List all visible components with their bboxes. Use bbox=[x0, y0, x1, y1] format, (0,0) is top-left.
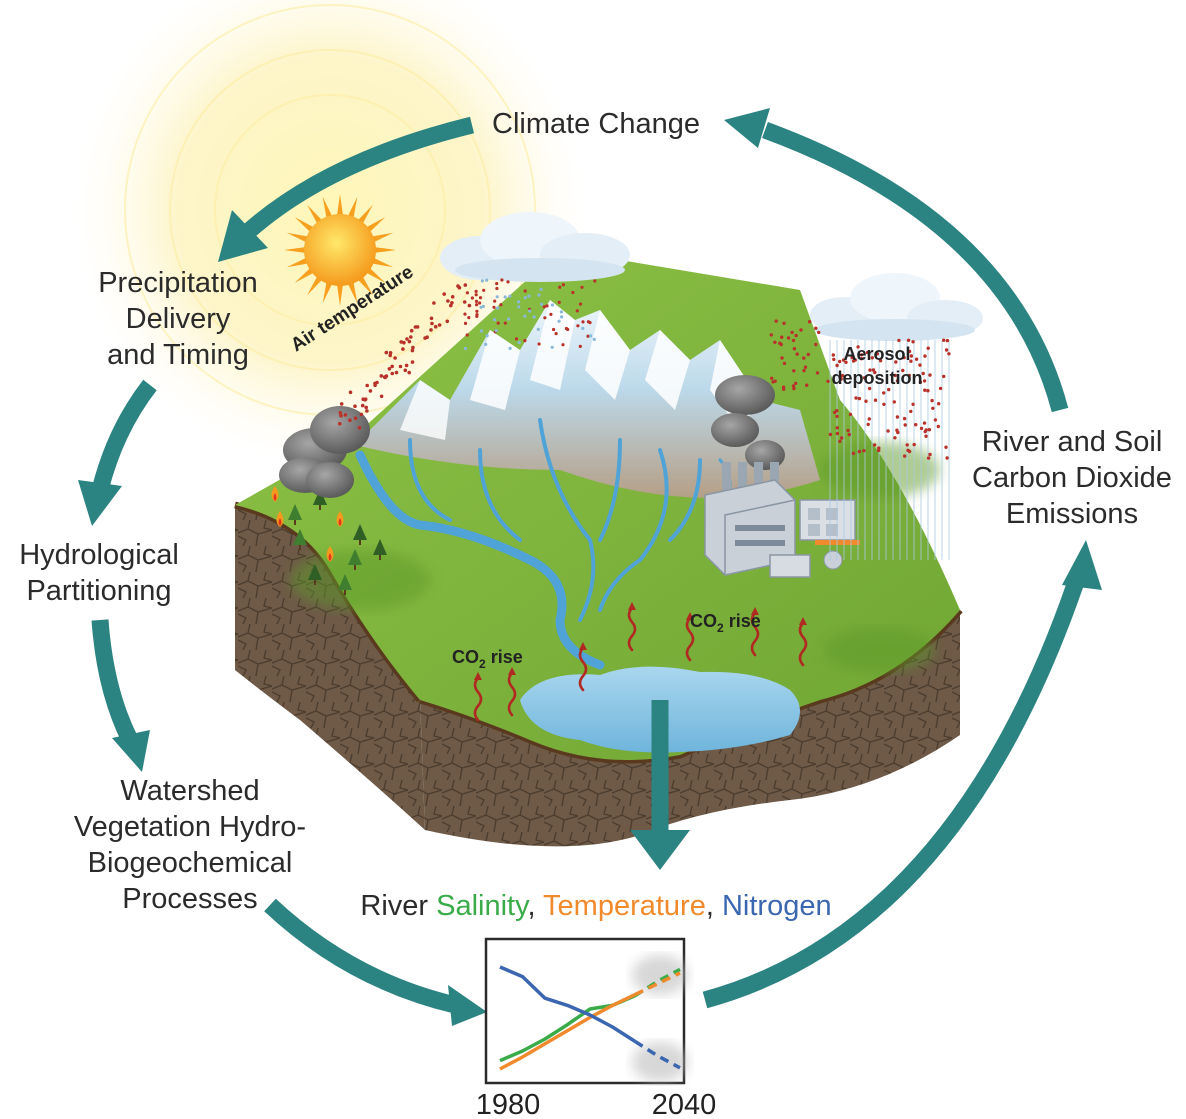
nitrogen-projection-line bbox=[634, 1039, 681, 1070]
precipitation-label-line2: Delivery bbox=[126, 303, 231, 335]
arrowhead-lake bbox=[630, 830, 690, 870]
trend-chart bbox=[484, 937, 688, 1085]
arrow-to-emissions bbox=[702, 567, 1089, 1009]
arrowhead-watershed bbox=[112, 730, 150, 772]
watershed-label-line2: Vegetation Hydro- bbox=[74, 811, 306, 843]
landscape-block bbox=[234, 250, 963, 847]
climate-change-label: Climate Change bbox=[492, 108, 700, 140]
nitrogen-line bbox=[499, 965, 636, 1043]
temperature-projection-line bbox=[634, 971, 681, 997]
aerosol-label-line2: deposition bbox=[832, 368, 923, 388]
sun-icon bbox=[284, 194, 396, 306]
co2-emission-icon bbox=[473, 602, 808, 722]
x-end-label: 2040 bbox=[652, 1089, 717, 1119]
precipitation-icon bbox=[338, 278, 951, 560]
co2-rise-label-right: CO2 rise bbox=[690, 611, 761, 635]
emissions-label-line3: Emissions bbox=[1006, 498, 1138, 530]
x-start-label: 1980 bbox=[476, 1089, 541, 1119]
precipitation-label-line3: and Timing bbox=[107, 339, 249, 371]
arrowhead-precipitation bbox=[218, 210, 268, 262]
hydrological-label-line1: Hydrological bbox=[19, 539, 179, 571]
co2-rise-label-left: CO2 rise bbox=[452, 647, 523, 671]
legend-prefix: River bbox=[360, 890, 436, 922]
emissions-label-line1: River and Soil bbox=[982, 426, 1163, 458]
arrowheads bbox=[78, 108, 1102, 1026]
aerosol-cloud-icon bbox=[810, 273, 983, 341]
watershed-label-line1: Watershed bbox=[120, 775, 259, 807]
watershed-label-line4: Processes bbox=[122, 883, 257, 915]
arrow-to-climate-change bbox=[762, 122, 1069, 413]
cycle-arrows bbox=[91, 116, 1089, 1014]
temperature-line bbox=[499, 993, 636, 1071]
emissions-label-line2: Carbon Dioxide bbox=[972, 462, 1172, 494]
arrowhead-climate-change bbox=[724, 108, 770, 148]
legend-salinity: Salinity bbox=[436, 890, 530, 922]
legend-temperature: Temperature bbox=[543, 890, 706, 922]
arrow-to-precipitation bbox=[244, 116, 475, 237]
arrow-to-hydrological bbox=[91, 379, 157, 493]
rain-cloud-icon bbox=[440, 212, 630, 282]
arrowhead-emissions bbox=[1062, 540, 1102, 590]
aerosol-label-line1: Aerosol bbox=[843, 344, 910, 364]
hydrological-label-line2: Partitioning bbox=[26, 575, 171, 607]
arrow-to-watershed bbox=[91, 619, 138, 744]
arrow-to-chart bbox=[264, 898, 457, 1014]
arrowhead-chart bbox=[448, 985, 487, 1026]
precipitation-label-line1: Precipitation bbox=[98, 267, 258, 299]
arrowhead-hydrological bbox=[78, 480, 122, 526]
watershed-label-line3: Biogeochemical bbox=[88, 847, 293, 879]
factory-icon bbox=[704, 375, 860, 578]
forest-fire bbox=[271, 486, 387, 595]
legend-nitrogen: Nitrogen bbox=[722, 890, 832, 922]
chart-legend: River Salinity, Temperature, Nitrogen bbox=[360, 890, 831, 922]
